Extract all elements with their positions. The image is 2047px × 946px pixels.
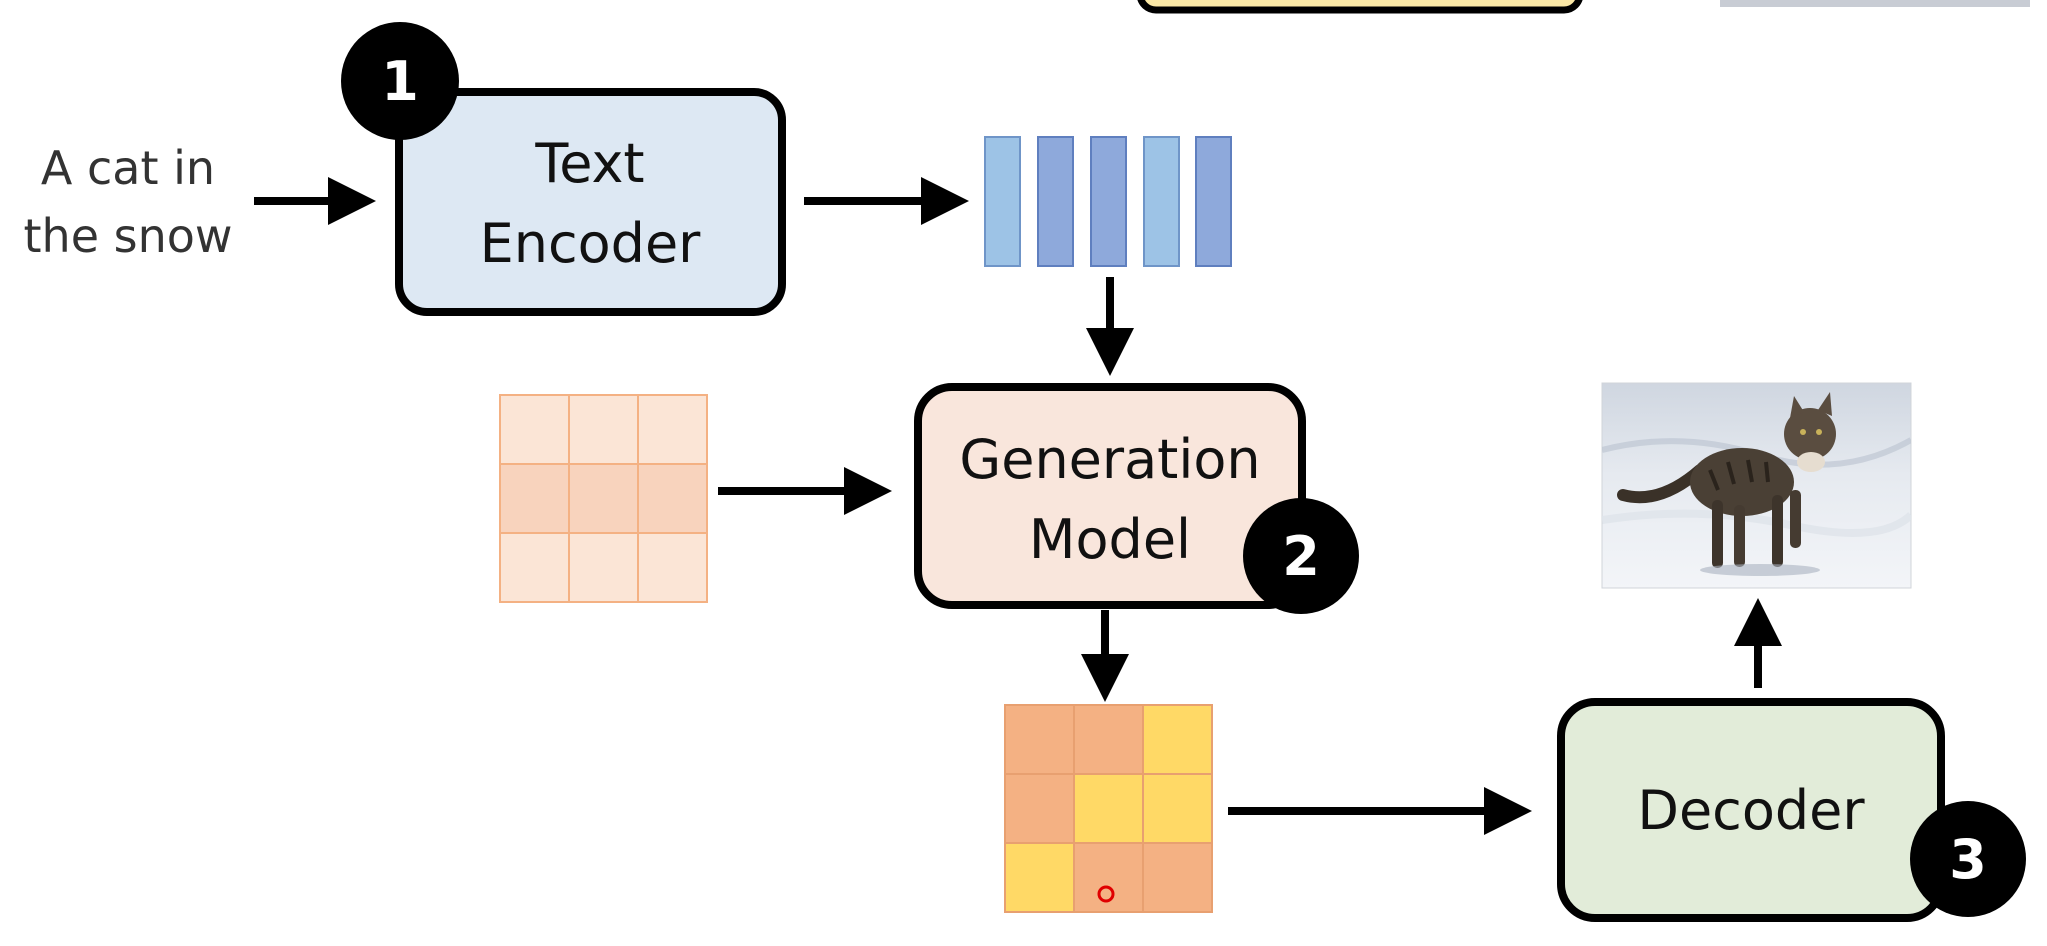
embedding-bar xyxy=(1037,136,1074,267)
decoder-label: Decoder xyxy=(1637,779,1865,842)
cursor-marker-icon xyxy=(1097,885,1115,903)
embedding-bar xyxy=(984,136,1021,267)
noise-latent-grid xyxy=(499,394,708,603)
input-prompt-line1: A cat in xyxy=(41,141,215,195)
step-1-badge-number: 1 xyxy=(381,50,419,113)
step-2-badge xyxy=(1243,498,1359,614)
step-1-badge xyxy=(341,22,459,140)
embedding-bar xyxy=(1090,136,1127,267)
step-3-badge xyxy=(1910,801,2026,917)
text-encoder-label-line2: Encoder xyxy=(480,212,702,275)
cropped-top-box xyxy=(1137,0,1583,14)
cat-in-snow-photo-icon xyxy=(1601,382,1912,589)
generation-model-label-line1: Generation xyxy=(959,428,1260,491)
cropped-top-image xyxy=(1720,0,2030,7)
embedding-bar xyxy=(1195,136,1232,267)
generated-latent-grid xyxy=(1004,704,1213,913)
step-3-badge-number: 3 xyxy=(1949,828,1987,891)
generation-model-label-line2: Model xyxy=(1029,508,1191,571)
text-encoder-box xyxy=(395,88,786,316)
input-prompt-line2: the snow xyxy=(24,209,233,263)
text-embedding-vectors xyxy=(984,136,1232,267)
embedding-bar xyxy=(1143,136,1180,267)
generation-model-box xyxy=(914,383,1306,609)
text-encoder-label-line1: Text xyxy=(534,132,644,195)
step-2-badge-number: 2 xyxy=(1282,525,1320,588)
